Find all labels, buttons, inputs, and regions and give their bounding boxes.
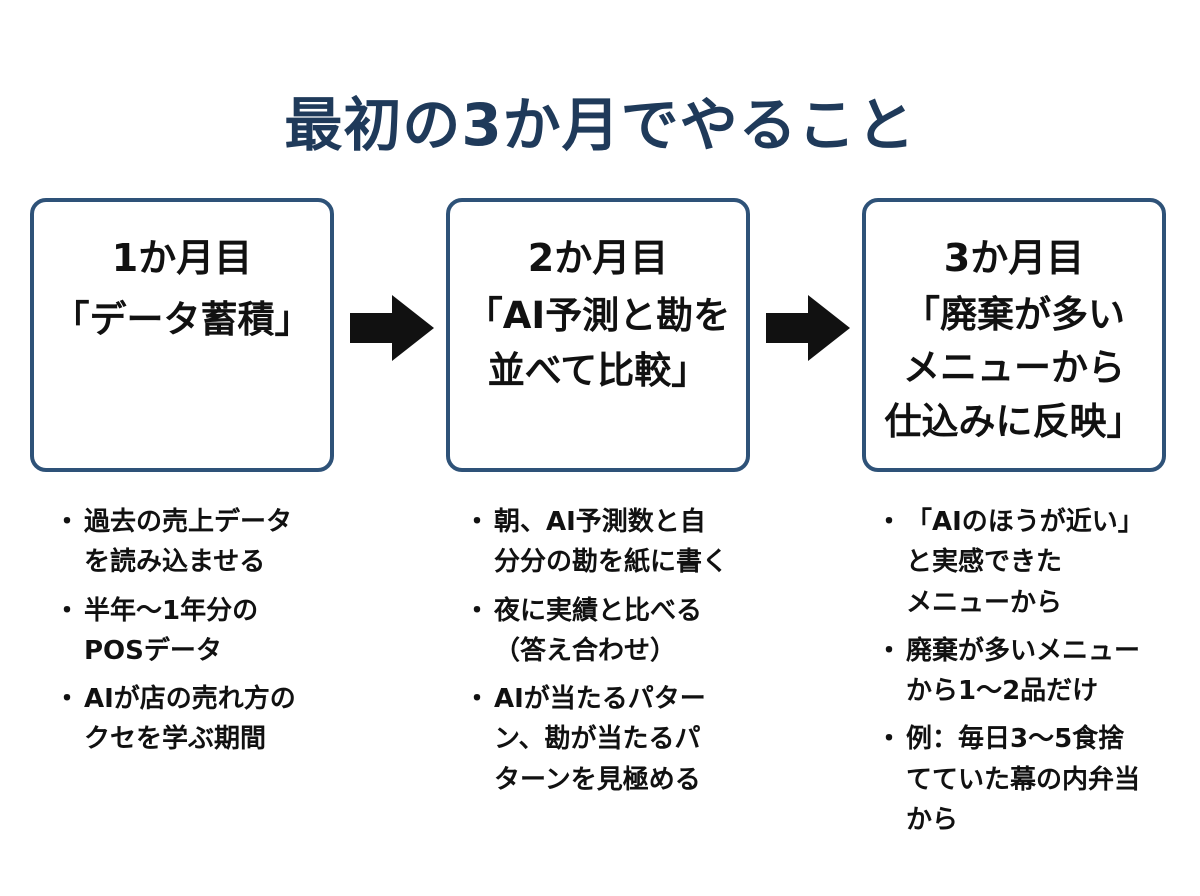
step-month-label: 1か月目 [111, 236, 253, 280]
list-item: 半年〜1年分の POSデータ [54, 591, 296, 672]
bullet-list-month-3: 「AIのほうが近い」 と実感できた メニューから 廃棄が多いメニュー から1〜2… [876, 502, 1144, 848]
step-name: 「廃棄が多い メニューから 仕込みに反映」 [884, 292, 1144, 443]
bullet-list-month-1: 過去の売上データ を読み込ませる 半年〜1年分の POSデータ AIが店の売れ方… [54, 502, 296, 768]
list-item: AIが店の売れ方の クセを学ぶ期間 [54, 679, 296, 760]
step-box-month-3: 3か月目 「廃棄が多い メニューから 仕込みに反映」 [862, 198, 1166, 472]
list-item: 夜に実績と比べる （答え合わせ） [464, 591, 728, 672]
right-arrow-icon [766, 295, 850, 361]
step-month-label: 3か月目 [943, 236, 1085, 280]
list-item: 例：毎日3〜5食捨 てていた幕の内弁当 から [876, 719, 1144, 840]
step-month-label: 2か月目 [527, 236, 669, 280]
page-title: 最初の3か月でやること [284, 91, 916, 159]
list-item: 廃棄が多いメニュー から1〜2品だけ [876, 631, 1144, 712]
step-name: 「データ蓄積」 [52, 297, 312, 341]
bullet-list-month-2: 朝、AI予測数と自 分分の勘を紙に書く 夜に実績と比べる （答え合わせ） AIが… [464, 502, 728, 808]
step-box-month-1: 1か月目 「データ蓄積」 [30, 198, 334, 472]
list-item: AIが当たるパター ン、勘が当たるパ ターンを見極める [464, 679, 728, 800]
step-name: 「AI予測と勘を 並べて比較」 [465, 293, 731, 393]
right-arrow-icon [350, 295, 434, 361]
list-item: 「AIのほうが近い」 と実感できた メニューから [876, 502, 1144, 623]
list-item: 朝、AI予測数と自 分分の勘を紙に書く [464, 502, 728, 583]
list-item: 過去の売上データ を読み込ませる [54, 502, 296, 583]
step-box-month-2: 2か月目 「AI予測と勘を 並べて比較」 [446, 198, 750, 472]
